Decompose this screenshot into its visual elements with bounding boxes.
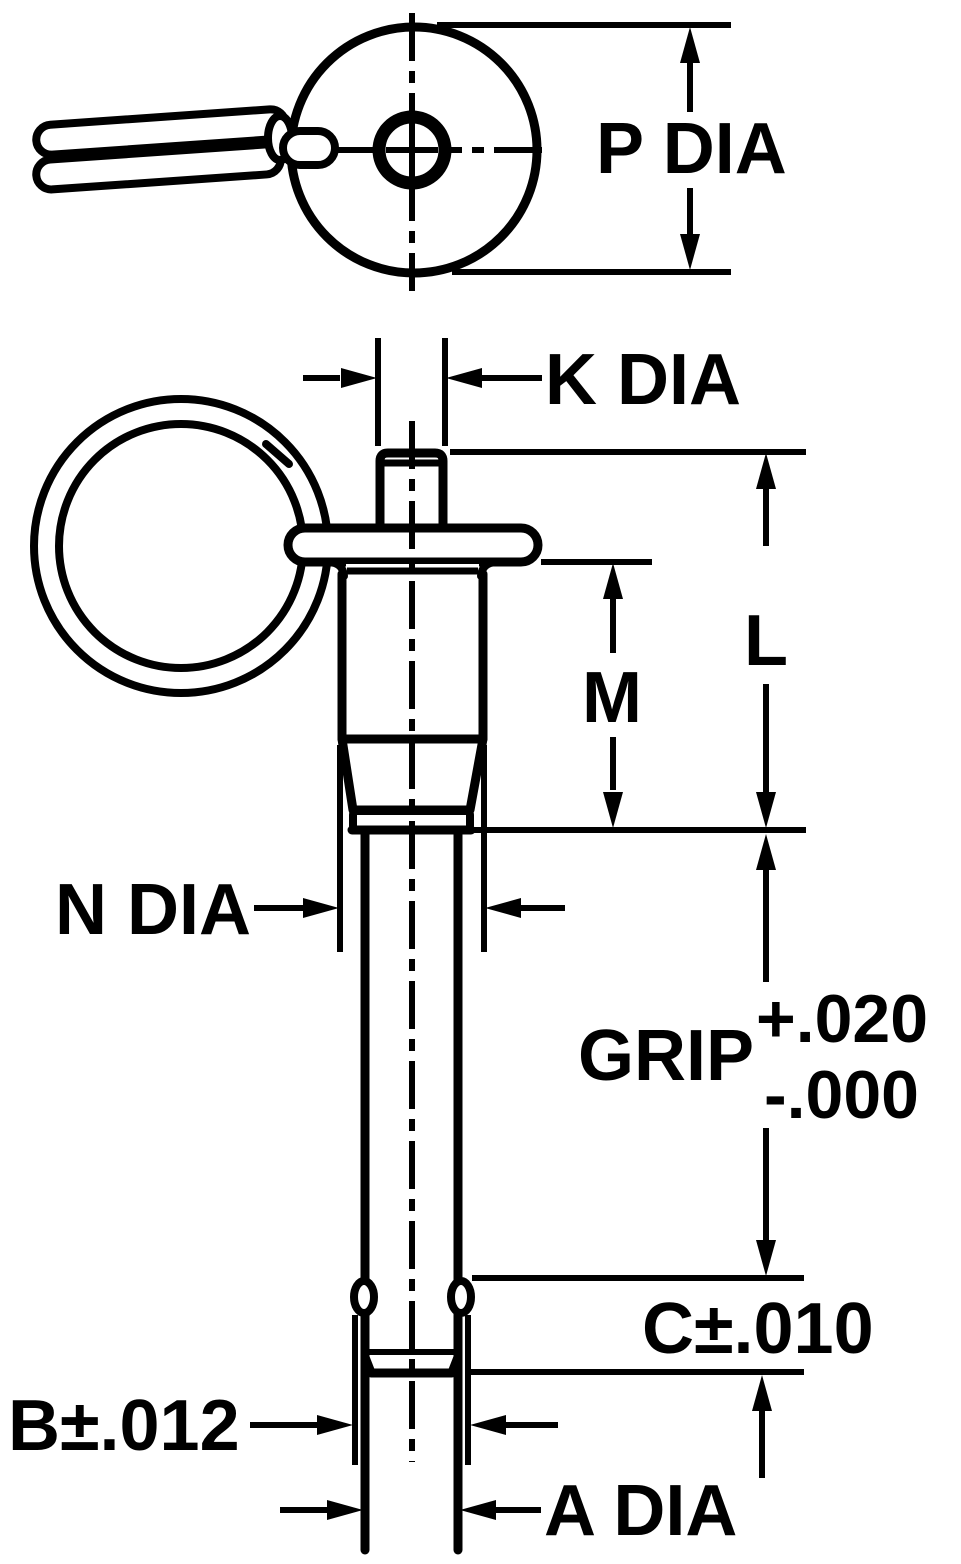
body-sides: [337, 569, 488, 744]
locking-ball-right: [447, 1277, 475, 1317]
c-arrow-up: [752, 1375, 772, 1411]
k-arrow-right: [446, 368, 482, 388]
k-arrow-left: [341, 368, 377, 388]
dim-label-b: B±.012: [8, 1386, 240, 1466]
locking-ball-left: [350, 1277, 378, 1317]
dim-b: B±.012: [8, 1315, 558, 1466]
dim-label-grip-tol-upper: +.020: [756, 981, 928, 1057]
dim-p-dia: P DIA: [437, 22, 787, 275]
b-ext-lines: [352, 1315, 471, 1465]
b-arrow-right: [470, 1415, 506, 1435]
shank: [350, 826, 475, 1555]
dim-k-dia: K DIA: [303, 338, 741, 446]
dim-l: L: [450, 449, 806, 833]
side-view: K DIA L M GRIP +.020 -.000: [8, 338, 928, 1555]
top-view: P DIA: [32, 13, 787, 291]
dim-label-k-dia: K DIA: [545, 340, 741, 420]
dim-m: M: [541, 559, 652, 828]
grip-arrow-down: [756, 1240, 776, 1276]
n-arrow-right: [485, 898, 521, 918]
n-arrow-left: [303, 898, 339, 918]
dim-label-grip-tol-lower: -.000: [764, 1057, 919, 1133]
ring-tab: [279, 127, 339, 169]
ring-split-mark: [262, 440, 293, 468]
p-arrow-up: [680, 27, 700, 63]
dim-label-m: M: [582, 658, 642, 738]
dim-grip: GRIP +.020 -.000: [578, 834, 928, 1276]
grip-arrow-up: [756, 834, 776, 870]
l-arrow-down: [756, 792, 776, 828]
lanyard-ring-edge-view: [32, 105, 296, 194]
dim-label-c: C±.010: [642, 1289, 874, 1369]
n-ext-lines: [337, 745, 487, 952]
dim-label-n-dia: N DIA: [55, 870, 251, 950]
dim-label-grip: GRIP: [578, 1016, 754, 1096]
tip-groove-chamfers: [362, 1351, 461, 1373]
dim-a-dia: A DIA: [280, 1471, 737, 1551]
k-ext-lines: [375, 338, 448, 446]
a-arrow-left: [327, 1500, 363, 1520]
button-center-cross: [386, 123, 438, 177]
m-arrow-down: [603, 792, 623, 828]
dim-n-dia: N DIA: [55, 745, 565, 952]
a-arrow-right: [460, 1500, 496, 1520]
dim-label-a-dia: A DIA: [544, 1471, 737, 1551]
dim-c: C±.010: [468, 1275, 874, 1478]
dim-label-p-dia: P DIA: [596, 109, 787, 189]
l-arrow-up: [756, 453, 776, 489]
dim-label-l: L: [744, 601, 788, 681]
m-arrow-up: [603, 563, 623, 599]
p-arrow-down: [680, 234, 700, 270]
b-arrow-left: [317, 1415, 353, 1435]
ring-inner: [55, 420, 307, 672]
